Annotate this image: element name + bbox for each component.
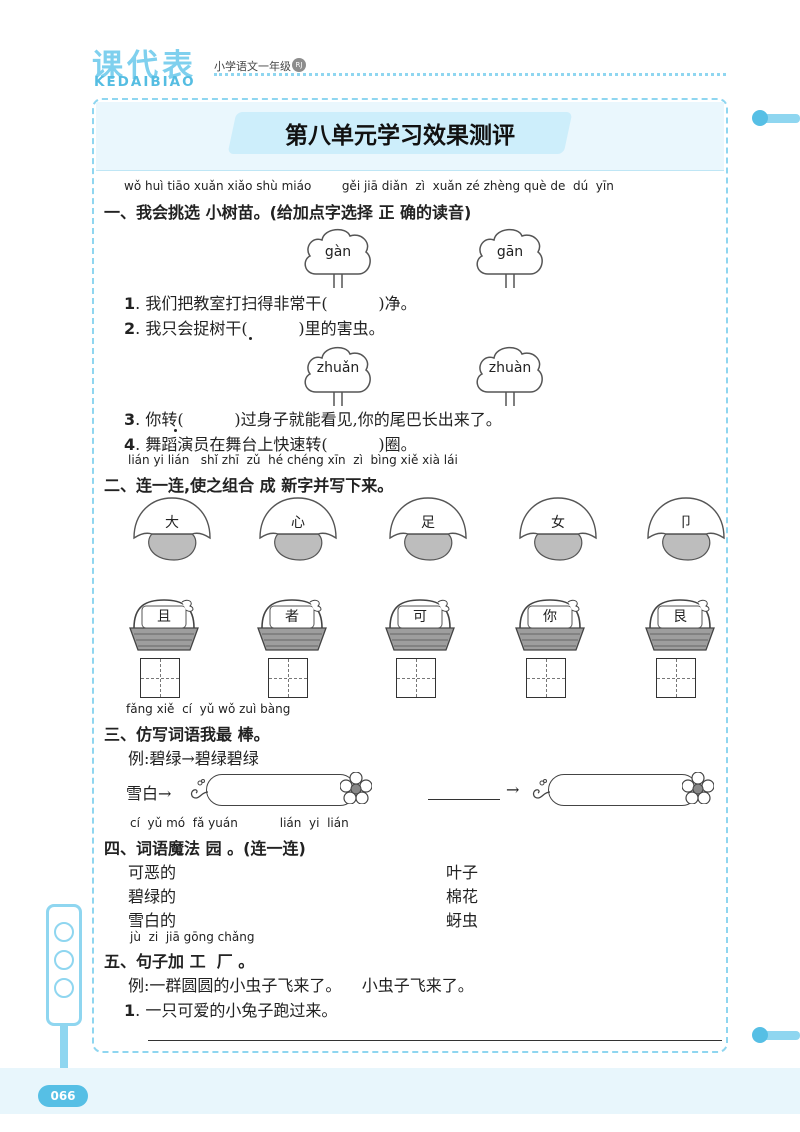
traffic-light-pole (60, 1026, 68, 1070)
section2-heading: 二、连一连,使之组合 成 新字并写下来。 (104, 476, 394, 495)
tree-pinyin-zhuan4: zhuàn (488, 360, 532, 376)
brand-pinyin: KEDAIBIAO (94, 74, 196, 90)
basket-character[interactable]: 可 (413, 609, 427, 625)
flower-icon (340, 772, 372, 804)
header-dotted-line (214, 73, 726, 76)
section3-item: 雪白→ (126, 784, 172, 803)
basket-icon (129, 599, 199, 651)
brand-logo: 课代表 (92, 48, 197, 84)
tree-icon (304, 228, 371, 288)
question-1: 1. 我们把教室打扫得非常干( )净。 (124, 290, 417, 314)
tree-icon (476, 346, 543, 406)
grade-label: 小学语文一年级 (214, 60, 291, 73)
question-text: . 舞蹈演员在舞台上快速转( )圈。 (135, 435, 417, 454)
edge-tab-bottom (760, 1031, 800, 1040)
match-left-item[interactable]: 可恶的 (128, 863, 177, 882)
mushroom-icon (647, 497, 725, 561)
section4-pinyin: cí yǔ mó fǎ yuán lián yi lián (130, 816, 349, 830)
edition-badge: RJ (292, 58, 306, 72)
answer-field[interactable] (206, 774, 356, 806)
basket-character[interactable]: 者 (285, 609, 299, 625)
section5-example: 例:一群圆圆的小虫子飞来了。 小虫子飞来了。 (128, 976, 474, 995)
writing-grid-box[interactable] (656, 658, 696, 698)
question-number: 4 (124, 435, 136, 454)
swirl-icon (532, 779, 551, 799)
basket-icon (257, 599, 327, 651)
light-circle (54, 922, 74, 942)
question-text: . 我们把教室打扫得非常干( )净。 (135, 294, 417, 313)
mushroom-character[interactable]: 卩 (679, 515, 693, 531)
answer-blank-line[interactable] (428, 799, 500, 800)
section3-heading: 三、仿写词语我最 棒。 (104, 725, 270, 744)
emphasis-dot (249, 337, 252, 340)
flower-icon (682, 772, 714, 804)
page-number: 066 (38, 1085, 88, 1107)
light-circle (54, 950, 74, 970)
mushroom-icon (519, 497, 597, 561)
content-frame (92, 98, 728, 1053)
edge-tab-top (760, 114, 800, 123)
basket-character[interactable]: 你 (543, 609, 557, 625)
tree-pinyin-gan4: gàn (324, 244, 352, 260)
basket-character[interactable]: 且 (157, 609, 171, 625)
question-4: 4. 舞蹈演员在舞台上快速转( )圈。 (124, 431, 417, 455)
question-3: 3. 你转( )过身子就能看见,你的尾巴长出来了。 (124, 406, 502, 430)
tree-icon (304, 346, 371, 406)
writing-grid-box[interactable] (268, 658, 308, 698)
mushroom-icon (389, 497, 467, 561)
section5-heading: 五、句子加 工 厂 。 (104, 952, 255, 971)
arrow-glyph: → (506, 780, 520, 799)
basket-icon (385, 599, 455, 651)
writing-grid-box[interactable] (140, 658, 180, 698)
writing-grid-box[interactable] (526, 658, 566, 698)
question-number: 3 (124, 410, 136, 429)
match-right-item[interactable]: 叶子 (446, 863, 479, 882)
question-number: 1 (124, 294, 136, 313)
match-right-item[interactable]: 棉花 (446, 887, 479, 906)
mushroom-icon (259, 497, 337, 561)
section3-pinyin: fǎng xiě cí yǔ wǒ zuì bàng (126, 702, 291, 716)
section1-pinyin: wǒ huì tiāo xuǎn xiǎo shù miáo gěi jiā d… (124, 179, 614, 193)
section2-pinyin: lián yi lián shǐ zhī zǔ hé chéng xīn zì … (128, 453, 458, 467)
tree-pinyin-zhuan3: zhuǎn (316, 360, 360, 376)
mushroom-character[interactable]: 足 (421, 515, 435, 531)
footer-band (0, 1068, 800, 1114)
question-2: 2. 我只会捉树干( )里的害虫。 (124, 315, 385, 339)
section1-heading: 一、我会挑选 小树苗。(给加点字选择 正 确的读音) (104, 203, 472, 222)
basket-icon (515, 599, 585, 651)
tree-icon (476, 228, 543, 288)
page-title: 第八单元学习效果测评 (285, 123, 515, 149)
match-right-item[interactable]: 蚜虫 (446, 911, 479, 930)
mushroom-character[interactable]: 女 (551, 515, 565, 531)
basket-icon (645, 599, 715, 651)
mushroom-character[interactable]: 大 (165, 515, 179, 531)
question-text: . 我只会捉树干( )里的害虫。 (135, 319, 385, 338)
emphasis-dot (174, 429, 177, 432)
question-text: . 你转( )过身子就能看见,你的尾巴长出来了。 (135, 410, 502, 429)
section4-heading: 四、词语魔法 园 。(连一连) (104, 839, 306, 858)
writing-grid-box[interactable] (396, 658, 436, 698)
light-circle (54, 978, 74, 998)
section5-pinyin: jù zi jiā gōng chǎng (130, 930, 255, 944)
question-number: 1 (124, 1001, 136, 1020)
question-text: . 一只可爱的小兔子跑过来。 (135, 1001, 338, 1020)
section5-item: 1. 一只可爱的小兔子跑过来。 (124, 997, 337, 1021)
basket-character[interactable]: 艮 (673, 609, 687, 625)
question-number: 2 (124, 319, 136, 338)
match-left-item[interactable]: 碧绿的 (128, 887, 177, 906)
edge-tab-top-dot (752, 110, 768, 126)
answer-blank-line[interactable] (148, 1040, 722, 1041)
answer-field[interactable] (548, 774, 698, 806)
section3-example: 例:碧绿→碧绿碧绿 (128, 749, 259, 768)
mushroom-character[interactable]: 心 (291, 515, 305, 531)
tree-pinyin-gan1: gān (496, 244, 524, 260)
match-left-item[interactable]: 雪白的 (128, 911, 177, 930)
mushroom-icon (133, 497, 211, 561)
swirl-icon (190, 779, 209, 799)
edge-tab-bottom-dot (752, 1027, 768, 1043)
